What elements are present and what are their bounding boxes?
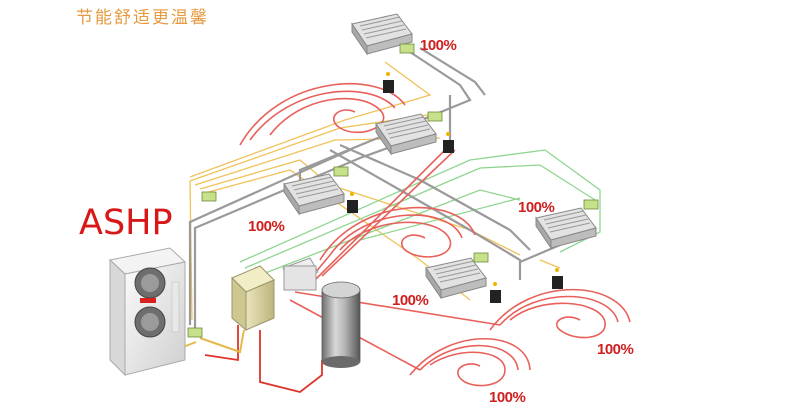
fan-coil-unit	[425, 257, 487, 300]
coverage-percent-label: 100%	[518, 199, 555, 216]
hot-water-tank	[321, 281, 361, 368]
sensor-dot	[350, 72, 559, 286]
coverage-percent-label: 100%	[489, 389, 526, 406]
heat-pump-unit	[108, 247, 187, 377]
junction-box	[187, 327, 203, 338]
page-title: 节能舒适更温馨	[76, 8, 209, 28]
fan-coil-unit	[375, 113, 437, 156]
coverage-percent-label: 100%	[248, 218, 285, 235]
fan-coil-unit	[351, 13, 413, 56]
coverage-percent-label: 100%	[597, 341, 634, 358]
ashp-label: ASHP	[79, 203, 173, 243]
fan-coil-unit	[535, 207, 597, 250]
heating-pipes-red	[204, 325, 323, 393]
coverage-percent-label: 100%	[420, 37, 457, 54]
buffer-box	[231, 265, 275, 332]
floor-heating-loops	[239, 83, 631, 387]
coverage-percent-label: 100%	[392, 292, 429, 309]
distribution-manifold	[282, 257, 319, 291]
fan-coil-unit	[283, 173, 345, 216]
thermostat	[347, 80, 563, 303]
valve-box	[201, 43, 599, 263]
